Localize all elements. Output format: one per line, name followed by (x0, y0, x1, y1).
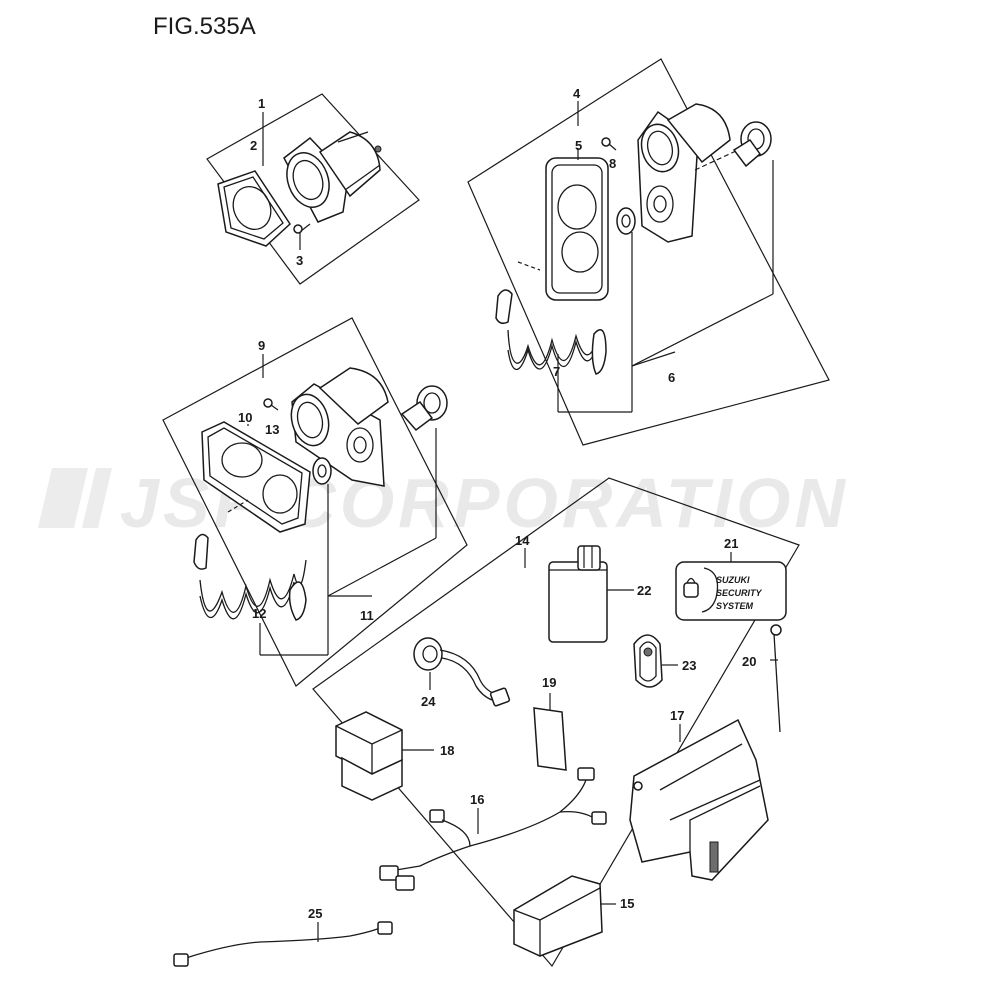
part-label-11: 11 (360, 608, 374, 623)
key-fob-part-23 (633, 634, 678, 688)
lanyard-part-7 (495, 261, 607, 375)
part-label-1: 1 (258, 96, 265, 111)
key-switch-part-9 (400, 385, 448, 432)
part-label-10: 10 (238, 410, 252, 425)
part-label-7: 7 (553, 364, 560, 379)
part-label-23: 23 (682, 658, 696, 673)
part-label-8: 8 (609, 156, 616, 171)
part-label-19: 19 (542, 675, 556, 690)
part-label-25: 25 (308, 906, 322, 921)
part-label-2: 2 (250, 138, 257, 153)
watermark: JSP CORPORATION (38, 464, 845, 542)
gauge-unit-part-4 (637, 103, 731, 243)
security-label-line3: SYSTEM (716, 601, 754, 611)
security-label-line1: SUZUKI (716, 575, 750, 585)
part-label-16: 16 (470, 792, 484, 807)
security-label-part-21: SUZUKI SECURITY SYSTEM (675, 552, 787, 621)
group-14-outline (312, 477, 800, 968)
part-label-22: 22 (637, 583, 651, 598)
part-label-4: 4 (573, 86, 581, 101)
ecu-module-part-22 (548, 545, 634, 643)
cable-tie-part-20 (770, 624, 782, 733)
bezel-part-10 (201, 421, 311, 533)
bezel-part-2 (217, 170, 291, 247)
assembly-group-1: 1 2 3 (206, 93, 420, 285)
nut-icon (312, 457, 332, 485)
part-label-15: 15 (620, 896, 634, 911)
part-label-24: 24 (421, 694, 436, 709)
part-label-6: 6 (668, 370, 675, 385)
part-label-12: 12 (252, 606, 266, 621)
bezel-part-5 (545, 157, 609, 301)
part-label-14: 14 (515, 533, 530, 548)
bracket-part-17 (629, 718, 769, 881)
part-label-13: 13 (265, 422, 279, 437)
security-label-line2: SECURITY (716, 588, 763, 598)
part-label-18: 18 (440, 743, 454, 758)
screw-part-3 (293, 223, 311, 234)
assembly-group-14: SUZUKI SECURITY SYSTEM (312, 477, 800, 968)
part-label-9: 9 (258, 338, 265, 353)
relay-part-18 (335, 711, 434, 801)
gauge-unit-part-9 (290, 367, 389, 487)
screw-part-8 (601, 137, 617, 151)
assembly-group-4: 4 5 6 7 8 (467, 58, 830, 446)
figure-title: FIG.535A (153, 13, 256, 40)
screw-part-13 (263, 398, 279, 411)
nut-icon (616, 207, 636, 235)
part-label-21: 21 (724, 536, 738, 551)
connector-harness-part-24 (413, 637, 511, 707)
part-label-17: 17 (670, 708, 684, 723)
wiring-harness-part-16 (379, 767, 607, 891)
manual-part-19 (533, 693, 567, 771)
group-4-outline (467, 58, 830, 446)
part-label-20: 20 (742, 654, 756, 669)
gauge-unit-part-1 (283, 131, 382, 223)
part-label-5: 5 (575, 138, 582, 153)
tray-part-15 (513, 875, 616, 957)
part-label-3: 3 (296, 253, 303, 268)
key-switch-part-4 (694, 121, 772, 171)
assembly-group-9: 9 10 11 12 13 (162, 317, 468, 687)
group-9-outline (162, 317, 468, 687)
lanyard-part-12 (193, 499, 307, 621)
cable-part-25: 25 (173, 906, 393, 967)
